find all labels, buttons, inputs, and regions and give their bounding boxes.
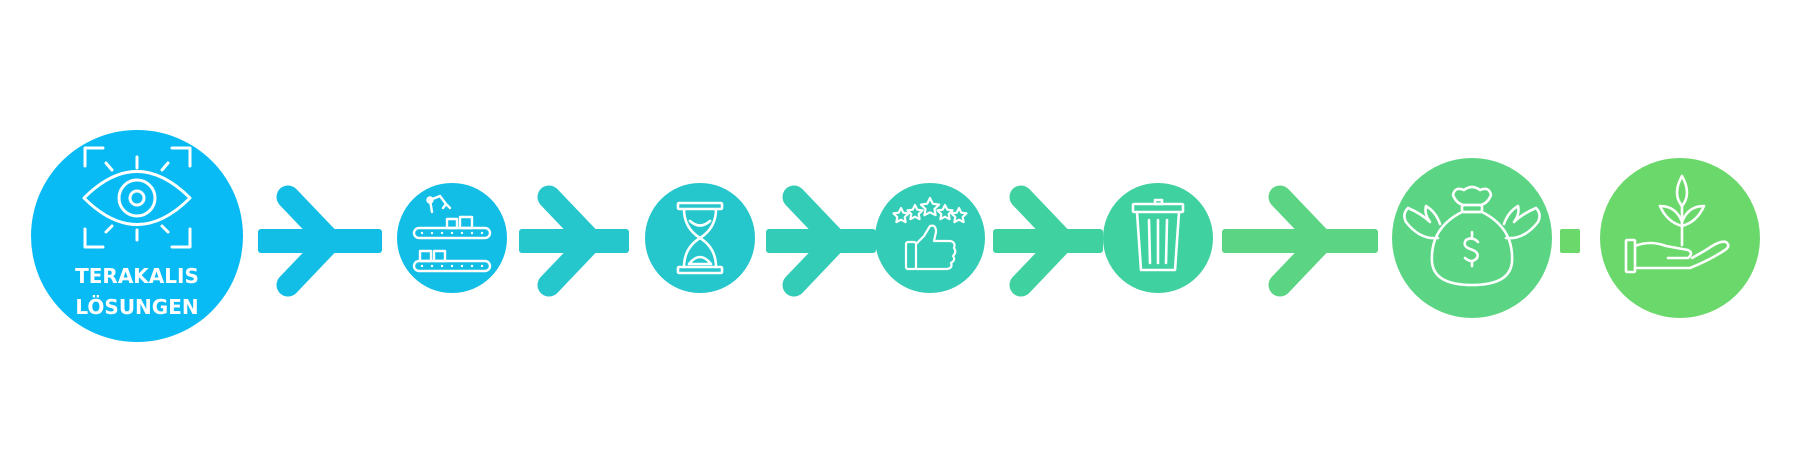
node-waste bbox=[1103, 183, 1213, 293]
start-label-line2: LÖSUNGEN bbox=[75, 295, 198, 319]
start-label-line1: TERAKALIS bbox=[75, 264, 199, 288]
eye-focus-icon bbox=[82, 146, 192, 249]
node-rating bbox=[875, 183, 985, 293]
hourglass-icon bbox=[676, 201, 724, 275]
node-start: TERAKALIS LÖSUNGEN bbox=[31, 130, 243, 342]
connector-6 bbox=[1560, 229, 1580, 253]
connector-4 bbox=[993, 185, 1103, 297]
trash-can-icon bbox=[1131, 198, 1185, 272]
plant-in-hand-icon bbox=[1624, 174, 1730, 274]
thumbs-up-stars-icon bbox=[892, 196, 968, 271]
node-savings bbox=[1392, 158, 1552, 318]
node-sustainability bbox=[1600, 158, 1760, 318]
connector-1 bbox=[258, 185, 382, 297]
money-bag-wings-icon bbox=[1403, 185, 1541, 287]
connector-2 bbox=[519, 185, 629, 297]
connector-3 bbox=[766, 185, 876, 297]
node-production bbox=[397, 183, 507, 293]
connector-5 bbox=[1222, 185, 1378, 297]
node-time bbox=[645, 183, 755, 293]
conveyor-belt-robot-icon bbox=[412, 194, 492, 273]
